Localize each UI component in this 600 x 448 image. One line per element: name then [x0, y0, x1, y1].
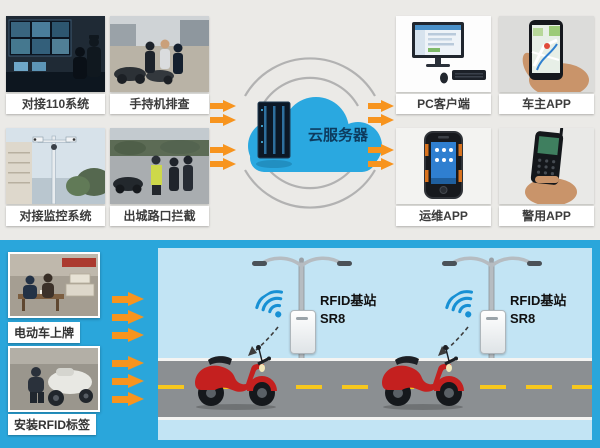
wifi-signal-icon [255, 290, 284, 318]
flow-arrow-icon [112, 310, 144, 324]
photo-pc-client [396, 16, 491, 92]
flow-arrow-icon [210, 100, 236, 112]
tile-label: 警用APP [499, 206, 594, 226]
station-label: RFID基站 SR8 [510, 292, 566, 327]
photo-handheld-inspection [110, 16, 209, 92]
flow-arrow-icon [210, 114, 236, 126]
tile-label: 对接监控系统 [6, 206, 105, 226]
bottom-section: 电动车上牌 安装RFID标签 [0, 240, 600, 448]
tile-handheld-inspection: 手持机排查 [110, 16, 209, 114]
flow-arrow-icon [368, 158, 394, 170]
tile-label: PC客户端 [396, 94, 491, 114]
cloud-server-label: 云服务器 [308, 126, 369, 144]
flow-arrow-icon [368, 114, 394, 126]
tile-cctv-system: 对接监控系统 [6, 128, 105, 226]
flow-arrow-icon [210, 158, 236, 170]
tile-police-app: 警用APP [499, 128, 594, 226]
photo-ops-app [396, 128, 491, 204]
flow-arrow-icon [112, 374, 144, 388]
top-section: 对接110系统 手持机排查 [6, 16, 594, 226]
photo-cctv-pole [6, 128, 105, 204]
photo-rfid-tag-install [8, 346, 100, 412]
flow-arrow-icon [112, 392, 144, 406]
tile-label: 对接110系统 [6, 94, 105, 114]
step-label: 电动车上牌 [8, 322, 81, 343]
tile-110-system: 对接110系统 [6, 16, 105, 114]
tile-label: 运维APP [396, 206, 491, 226]
flow-arrow-icon [368, 144, 394, 156]
photo-road-checkpoint [110, 128, 209, 204]
step-label: 安装RFID标签 [8, 414, 96, 435]
station-name: RFID基站 [510, 293, 567, 308]
flow-arrow-icon [368, 100, 394, 112]
scooter-icon [195, 345, 277, 410]
rfid-station-box [480, 310, 506, 354]
detection-arrow-icon [248, 326, 279, 356]
tile-pc-client: PC客户端 [396, 16, 491, 114]
rfid-station-box [290, 310, 316, 354]
wifi-signal-icon [445, 290, 474, 318]
roadside-panel: RFID基站 SR8 RFID基站 SR8 [158, 248, 592, 440]
flow-arrow-icon [210, 144, 236, 156]
station-label: RFID基站 SR8 [320, 292, 376, 327]
photo-control-room [6, 16, 105, 92]
lane-marking [158, 385, 592, 389]
scooter-icon [382, 345, 464, 410]
signal-waves-icon [244, 57, 376, 209]
flow-arrow-icon [112, 328, 144, 342]
flow-arrow-icon [112, 356, 144, 370]
tile-ops-app: 运维APP [396, 128, 491, 226]
tile-checkpoint: 出城路口拦截 [110, 128, 209, 226]
photo-owner-app [499, 16, 594, 92]
station-model: SR8 [510, 310, 536, 326]
station-name: RFID基站 [320, 293, 377, 308]
cloud-server: 云服务器 [228, 86, 392, 178]
tile-label: 手持机排查 [110, 94, 209, 114]
tile-owner-app: 车主APP [499, 16, 594, 114]
flow-arrow-icon [112, 292, 144, 306]
photo-ebike-registration [8, 252, 100, 318]
station-model: SR8 [320, 310, 346, 326]
tile-label: 出城路口拦截 [110, 206, 209, 226]
tile-label: 车主APP [499, 94, 594, 114]
photo-police-app [499, 128, 594, 204]
